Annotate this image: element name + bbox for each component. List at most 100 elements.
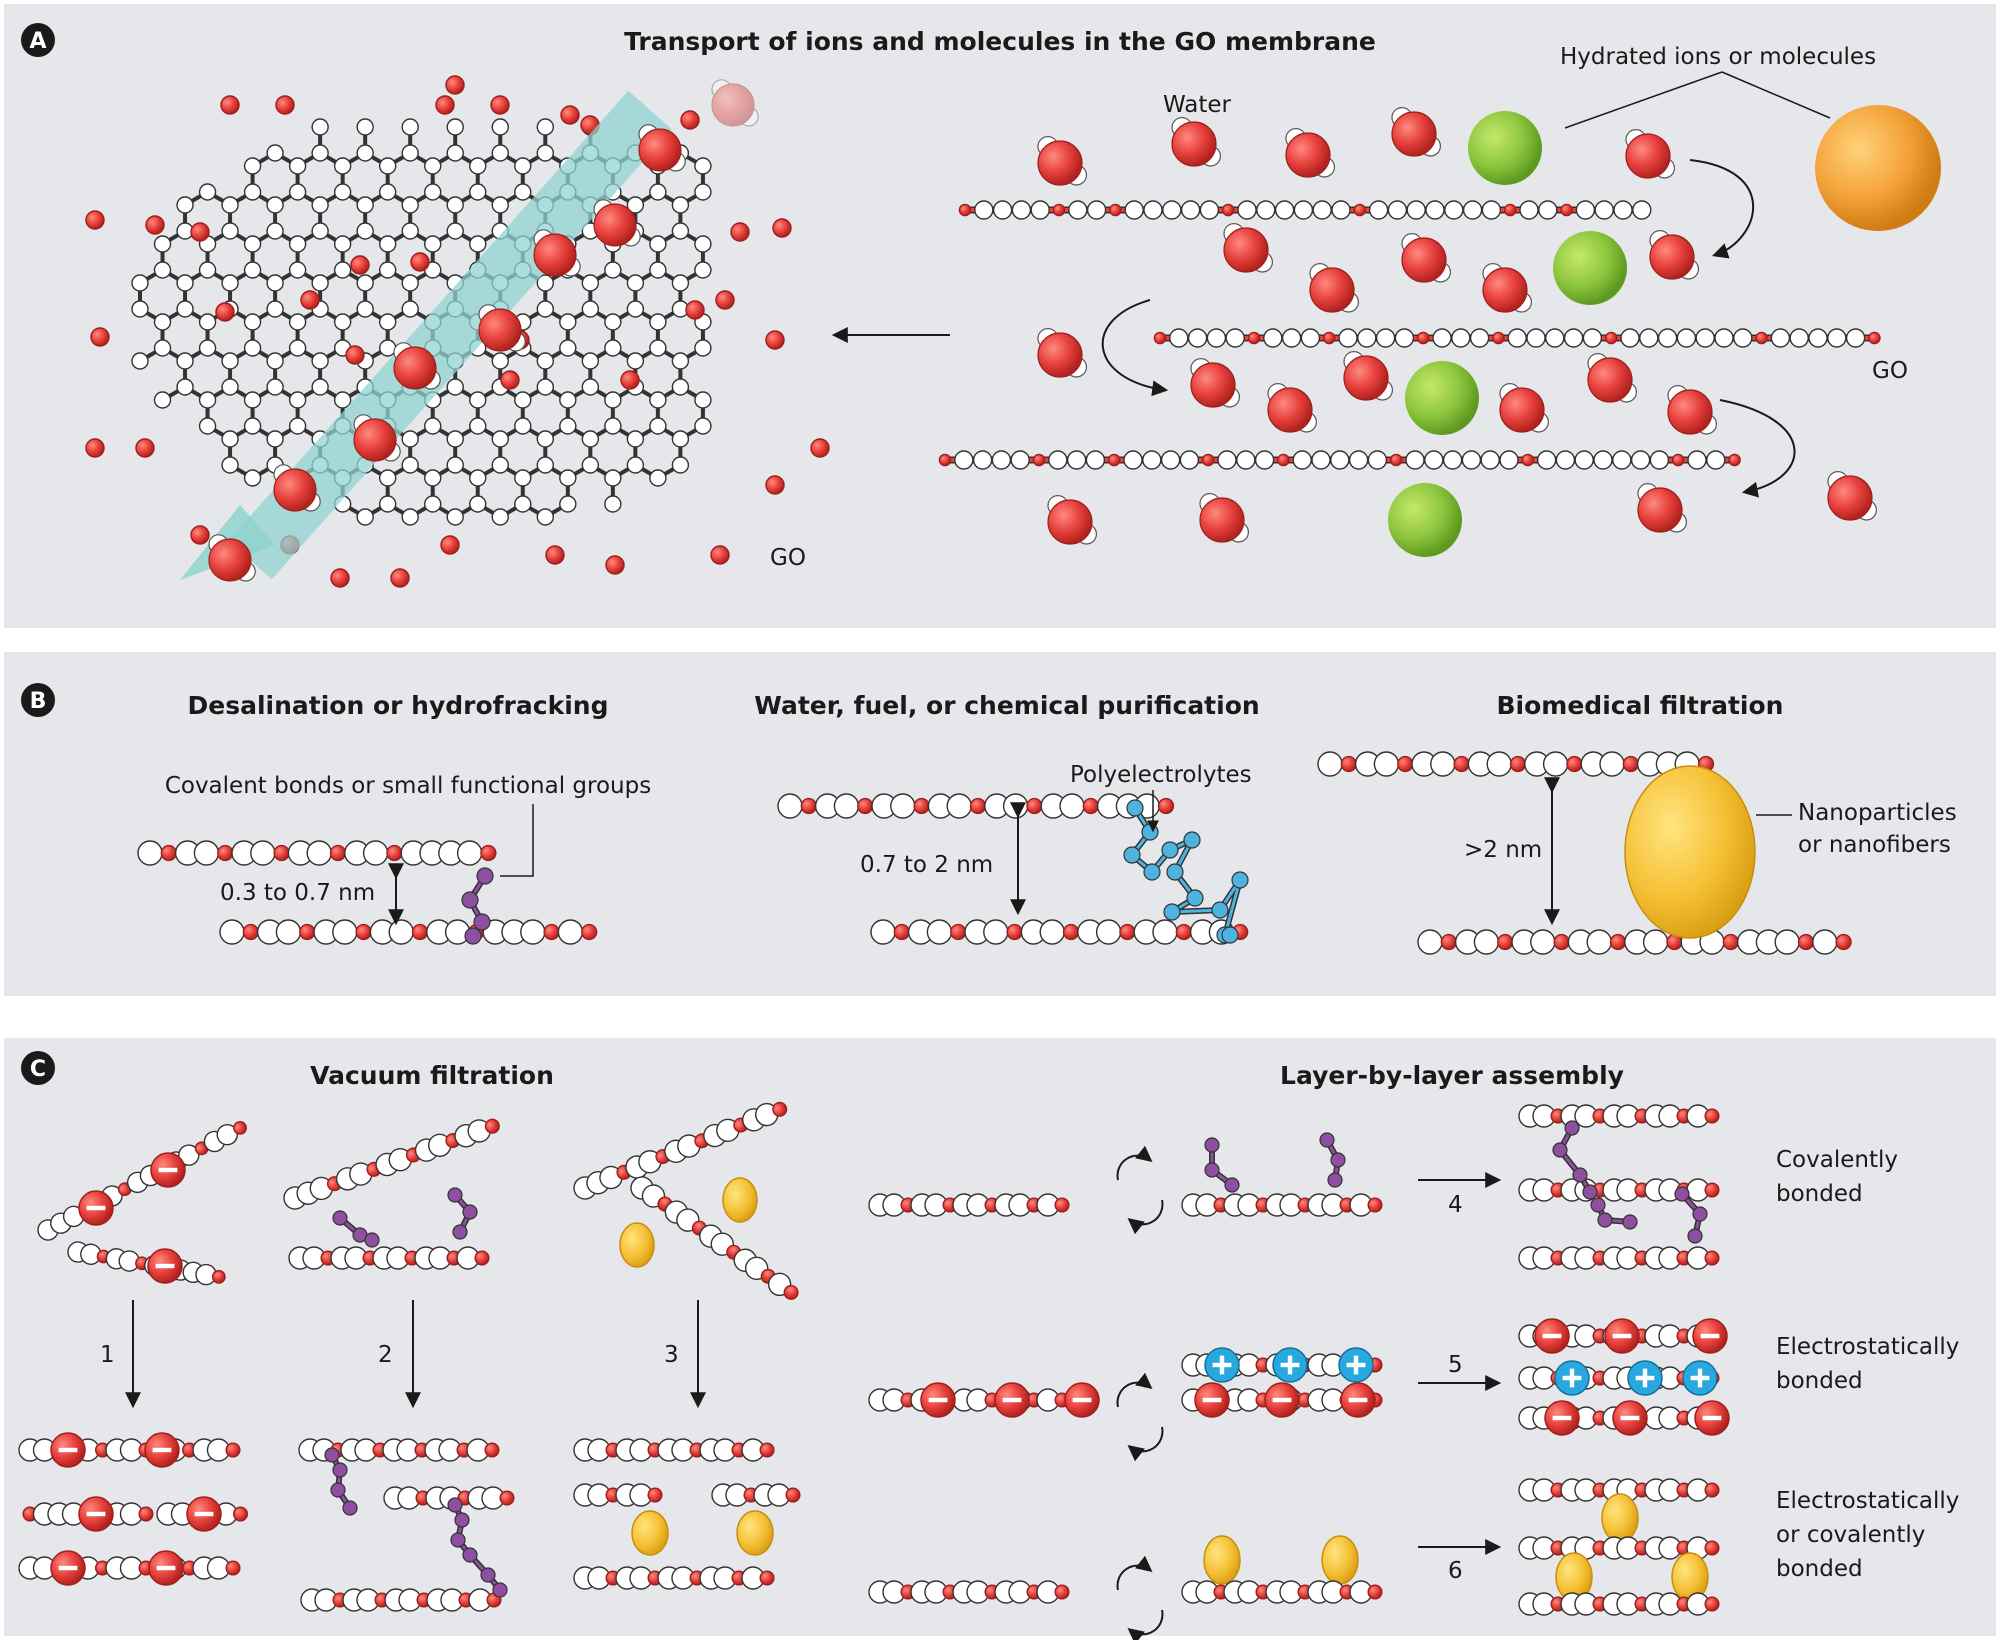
oxygen-atom bbox=[160, 844, 177, 862]
oxygen-atom bbox=[1499, 387, 1545, 433]
carbon-atom bbox=[626, 274, 645, 292]
water-molecule bbox=[593, 199, 641, 247]
carbon-atom bbox=[1469, 328, 1490, 348]
carbon-atom bbox=[198, 417, 217, 435]
carbon-atom bbox=[1593, 450, 1613, 470]
oxygen-atom bbox=[1704, 1250, 1720, 1266]
water-molecule bbox=[478, 304, 526, 352]
chain-atom bbox=[1552, 1142, 1568, 1158]
carbon-atom bbox=[288, 261, 307, 279]
go-sheet bbox=[37, 1120, 247, 1241]
carbon-atom bbox=[153, 391, 172, 409]
carbon-atom bbox=[1312, 200, 1332, 220]
carbon-atom bbox=[1394, 328, 1415, 348]
carbon-atom bbox=[243, 313, 262, 331]
chain-atom bbox=[342, 1500, 358, 1516]
linker-chain bbox=[1319, 1132, 1346, 1188]
carbon-atom bbox=[604, 417, 622, 435]
chain-atom bbox=[1183, 831, 1201, 849]
oxygen-atom bbox=[759, 1570, 775, 1586]
ions-leader-1 bbox=[1564, 71, 1723, 129]
oxygen-atom bbox=[410, 252, 430, 272]
carbon-atom bbox=[153, 261, 172, 279]
carbon-atom bbox=[243, 417, 262, 435]
water-molecule bbox=[478, 304, 526, 352]
carbon-atom bbox=[446, 222, 464, 240]
oxygen-atom bbox=[1416, 331, 1430, 345]
carbon-atom bbox=[1169, 328, 1189, 348]
oxygen-atom bbox=[1391, 111, 1437, 157]
oxygen-atom bbox=[800, 797, 817, 815]
panel-c-badge bbox=[21, 1051, 55, 1085]
water-molecule bbox=[1267, 383, 1317, 433]
path-arrow bbox=[1689, 159, 1755, 259]
oxygen-atom bbox=[273, 468, 317, 512]
carbon-atom bbox=[333, 261, 352, 279]
go-sheet bbox=[870, 919, 1249, 945]
carbon-atom bbox=[424, 469, 442, 487]
oxygen-atom bbox=[772, 1101, 788, 1117]
plus-sign bbox=[1353, 1355, 1359, 1375]
carbon-atom bbox=[388, 919, 414, 945]
carbon-atom bbox=[153, 235, 172, 253]
go-sheet bbox=[137, 840, 497, 866]
carbon-atom bbox=[446, 456, 464, 474]
oxygen-atom bbox=[1153, 331, 1167, 345]
carbon-atom bbox=[649, 469, 667, 487]
oxygen-atom bbox=[190, 525, 210, 545]
oxygen-atom bbox=[1868, 331, 1881, 345]
carbon-atom bbox=[1481, 200, 1502, 220]
exchange-icon bbox=[1116, 1555, 1164, 1640]
carbon-atom bbox=[131, 274, 149, 292]
carbon-atom bbox=[1519, 200, 1539, 220]
step2-label: 2 bbox=[378, 1342, 393, 1368]
go-sheet bbox=[1518, 1104, 1720, 1128]
water-molecule bbox=[1401, 233, 1451, 283]
anion bbox=[1194, 1382, 1230, 1418]
carbon-atom bbox=[446, 430, 464, 448]
oxygen-atom bbox=[330, 568, 350, 588]
water-molecule bbox=[1482, 263, 1532, 313]
chain-atom bbox=[1126, 799, 1144, 817]
anion bbox=[1692, 1318, 1728, 1354]
water-molecule bbox=[208, 534, 256, 582]
carbon-atom bbox=[649, 417, 667, 435]
anion bbox=[1064, 1382, 1100, 1418]
anion bbox=[50, 1550, 86, 1586]
carbon-atom bbox=[514, 417, 532, 435]
carbon-atom bbox=[1143, 200, 1163, 220]
carbon-atom bbox=[332, 919, 358, 945]
water-molecule bbox=[393, 342, 441, 390]
carbon-atom bbox=[559, 417, 577, 435]
carbon-atom bbox=[401, 196, 419, 214]
chain-atom bbox=[1692, 1206, 1708, 1222]
oxygen-atom bbox=[1521, 453, 1535, 467]
oxygen-atom bbox=[215, 302, 235, 322]
cation bbox=[1338, 1347, 1374, 1383]
oxygen-atom bbox=[913, 797, 930, 815]
carbon-atom bbox=[536, 352, 554, 370]
anion bbox=[1612, 1400, 1648, 1436]
minus-sign bbox=[156, 1565, 176, 1571]
carbon-atom bbox=[1473, 929, 1500, 955]
carbon-atom bbox=[1256, 200, 1276, 220]
oxygen-atom bbox=[533, 233, 577, 277]
oxygen-atom bbox=[1797, 933, 1815, 951]
oxygen-atom bbox=[345, 345, 365, 365]
row3-label-line3: bonded bbox=[1776, 1556, 1863, 1582]
exchange-icon bbox=[1116, 1372, 1164, 1462]
chain-atom bbox=[462, 1547, 478, 1563]
carbon-atom bbox=[456, 840, 483, 866]
go-sheet bbox=[1181, 1580, 1383, 1604]
carbon-atom bbox=[1011, 200, 1032, 220]
carbon-atom bbox=[446, 144, 464, 162]
anion bbox=[994, 1382, 1030, 1418]
oxygen-atom bbox=[1560, 203, 1573, 217]
chain-atom bbox=[447, 1187, 463, 1203]
carbon-atom bbox=[626, 300, 645, 318]
carbon-atom bbox=[1545, 328, 1565, 348]
carbon-atom bbox=[356, 118, 374, 136]
go-sheet bbox=[573, 1483, 663, 1507]
go-sheet bbox=[1518, 1592, 1720, 1616]
carbon-atom bbox=[1695, 328, 1715, 348]
